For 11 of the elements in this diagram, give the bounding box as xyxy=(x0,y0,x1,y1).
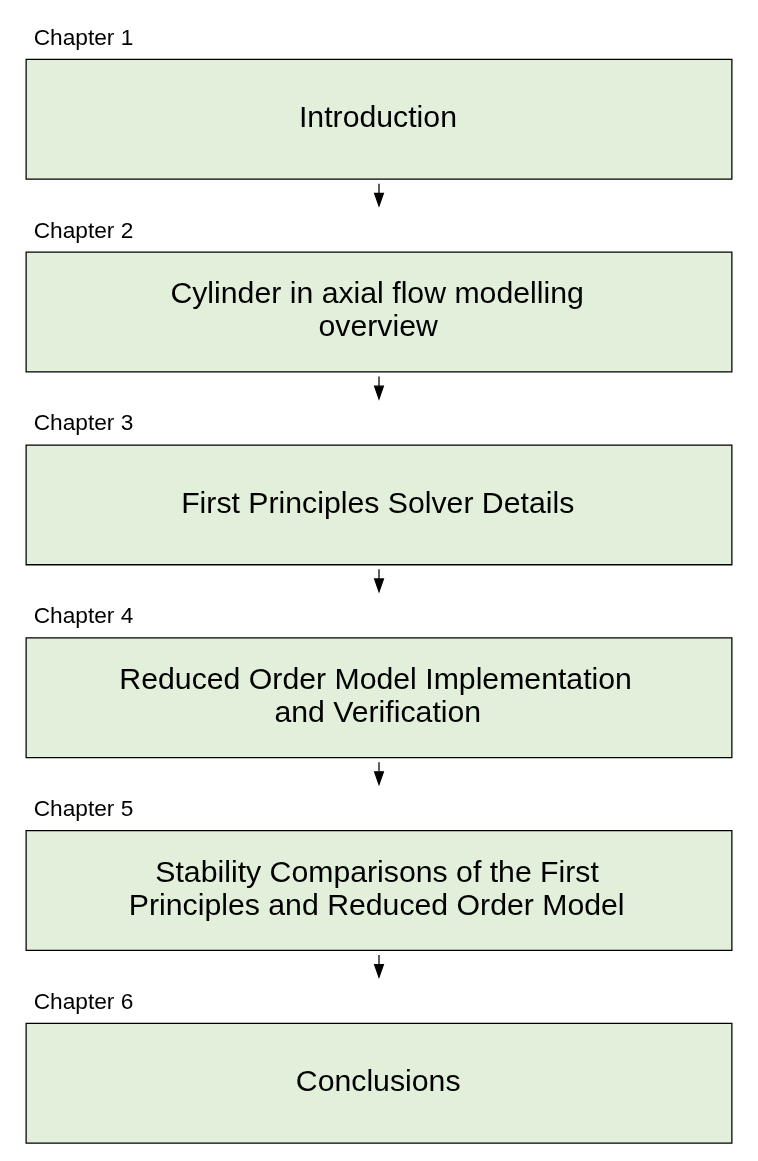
arrow xyxy=(373,183,385,208)
arrow xyxy=(373,761,385,787)
node-label: Chapter 6 xyxy=(33,987,134,1014)
node-label: Chapter 2 xyxy=(33,216,134,243)
node-label: Chapter 3 xyxy=(33,409,134,436)
arrow xyxy=(373,954,385,980)
node-label: Chapter 1 xyxy=(33,23,134,50)
node-label: Chapter 4 xyxy=(33,602,134,629)
arrow xyxy=(373,568,385,594)
node-label: Chapter 5 xyxy=(33,795,134,822)
arrow xyxy=(373,375,385,401)
